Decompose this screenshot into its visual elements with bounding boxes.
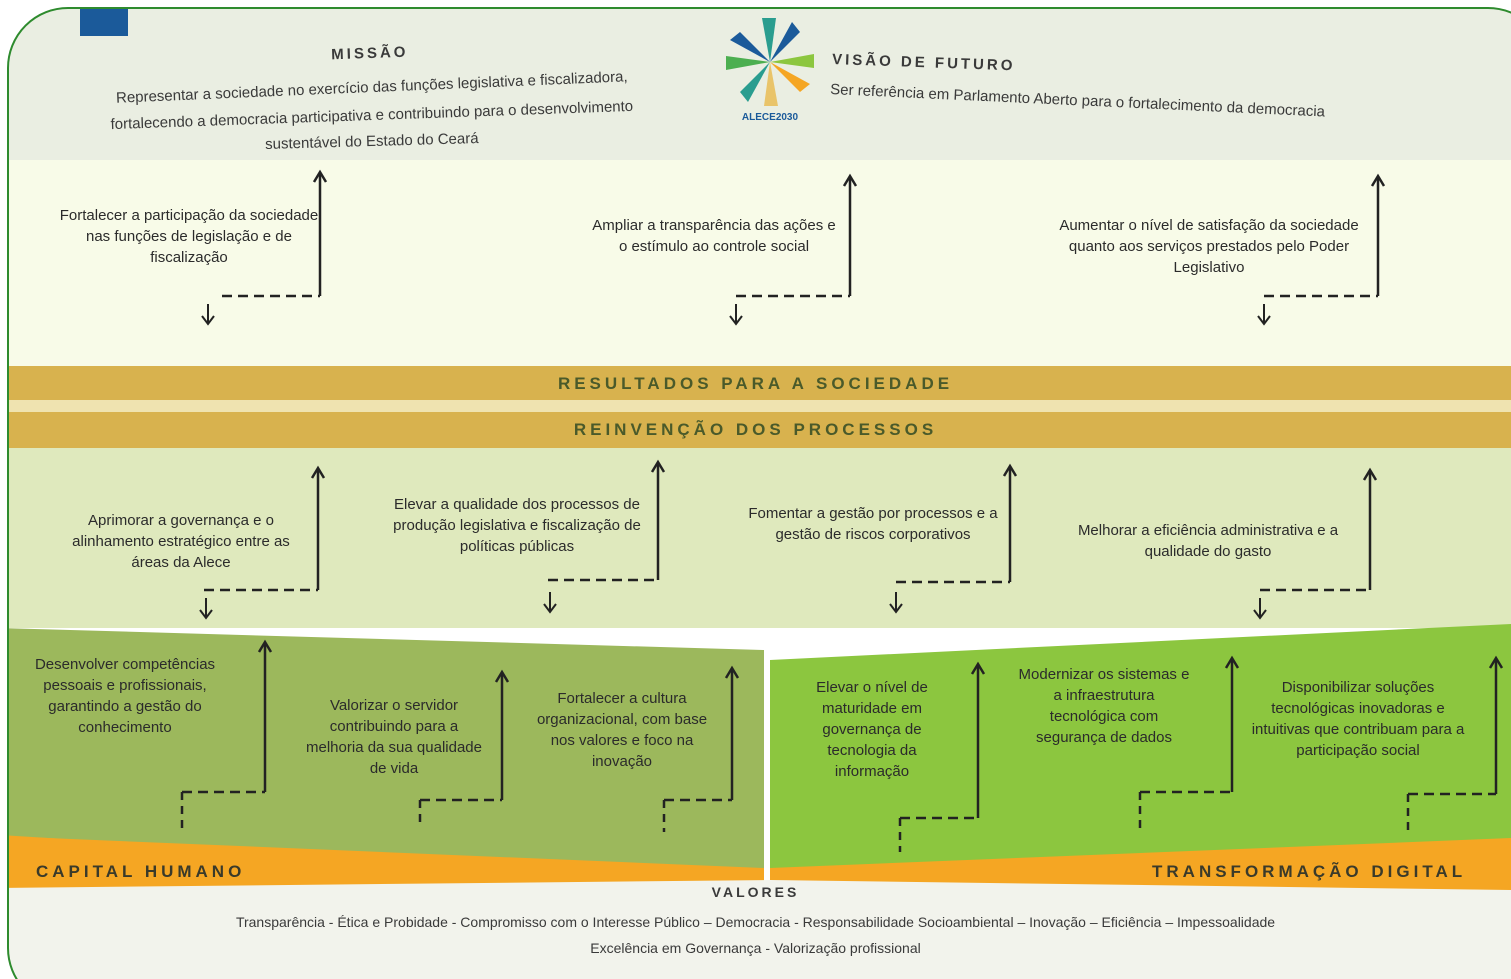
- values-line-2: Excelência em Governança - Valorização p…: [590, 940, 921, 956]
- society-2-arrowhead: [842, 173, 858, 187]
- values-title: VALORES: [711, 884, 800, 900]
- process-objective-4: Melhorar a eficiência administrativa e a…: [1077, 522, 1339, 560]
- human-2-arrowhead: [494, 669, 510, 683]
- frame-border: [7, 7, 1511, 979]
- digital-3-arrowhead: [1488, 655, 1504, 669]
- corner-mark: [80, 8, 128, 36]
- results-band: [8, 366, 1511, 400]
- mission-line-3: sustentável do Estado do Ceará: [265, 130, 480, 153]
- society-3-arrowhead: [1370, 173, 1386, 187]
- process-4-down-arrow: [1253, 598, 1267, 620]
- digital-objective-1: Elevar o nível de maturidade em governan…: [816, 679, 928, 780]
- values-area: [8, 880, 1511, 979]
- human-3-arrowhead: [724, 665, 740, 679]
- society-1-down-arrow: [201, 304, 215, 326]
- connectors: [180, 169, 1504, 852]
- process-objective-1: Aprimorar a governança e o alinhamento e…: [72, 512, 290, 571]
- human-objective-1: Desenvolver competências pessoais e prof…: [34, 656, 216, 736]
- digital-orange: [770, 838, 1511, 892]
- society-objective-1: Fortalecer a participação da sociedade n…: [59, 207, 319, 266]
- processes-band: [8, 412, 1511, 448]
- human-1-arrowhead: [257, 639, 273, 653]
- society-2-down-arrow: [729, 304, 743, 326]
- logo-text: ALECE2030: [742, 112, 799, 123]
- process-2-down-arrow: [543, 592, 557, 614]
- process-2-arrowhead: [650, 459, 666, 473]
- process-1-arrowhead: [310, 465, 326, 479]
- process-4-arrowhead: [1362, 467, 1378, 481]
- digital-2-arrowhead: [1224, 655, 1240, 669]
- society-1-arrowhead: [312, 169, 328, 183]
- processes-band-title: REINVENÇÃO DOS PROCESSOS: [573, 420, 938, 439]
- digital-area: [770, 624, 1511, 870]
- digital-label: TRANSFORMAÇÃO DIGITAL: [1152, 862, 1467, 881]
- mission-title: MISSÃO: [331, 43, 409, 64]
- process-3-down-arrow: [889, 592, 903, 614]
- process-objective-2: Elevar a qualidade dos processos de prod…: [393, 496, 641, 555]
- human-objective-3: Fortalecer a cultura organizacional, com…: [536, 690, 708, 770]
- society-objective-3: Aumentar o nível de satisfação da socied…: [1059, 217, 1359, 276]
- process-objective-3: Fomentar a gestão por processos e a gest…: [748, 505, 998, 543]
- human-capital-area: [8, 628, 764, 870]
- digital-1-arrowhead: [970, 661, 986, 675]
- process-3-arrowhead: [1002, 463, 1018, 477]
- society-objective-2: Ampliar a transparência das ações e o es…: [592, 217, 836, 255]
- results-band-title: RESULTADOS PARA A SOCIEDADE: [557, 374, 954, 393]
- society-area: [8, 160, 1511, 366]
- values-line-1: Transparência - Ética e Probidade - Comp…: [235, 914, 1276, 930]
- alece-logo-icon: [726, 18, 814, 106]
- human-objective-2: Valorizar o servidor contribuindo para a…: [306, 697, 482, 777]
- digital-objective-2: Modernizar os sistemas e a infraestrutur…: [1018, 666, 1190, 746]
- process-1-down-arrow: [199, 598, 213, 620]
- society-3-down-arrow: [1257, 304, 1271, 326]
- digital-objective-3: Disponibilizar soluções tecnológicas ino…: [1251, 679, 1465, 759]
- human-capital-label: CAPITAL HUMANO: [36, 862, 246, 881]
